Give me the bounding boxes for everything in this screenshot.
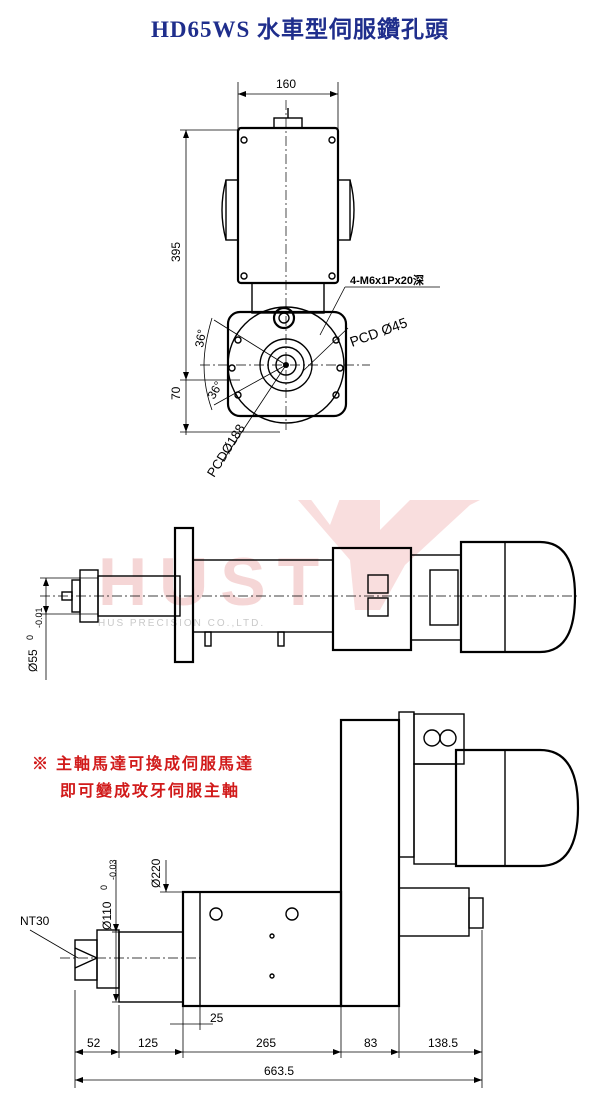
dim-25: 25 xyxy=(210,1011,224,1025)
top-view-drawing: 160 395 70 36° 36° 4-M6x1Px20深 xyxy=(169,77,440,480)
angle-36-lower: 36° xyxy=(204,379,225,402)
side-view-drawing: HUST HUS PRECISION CO.,LTD. Ø55 0 -0.01 xyxy=(25,500,580,680)
tol-55: -0.01 xyxy=(34,607,44,628)
dim-395: 395 xyxy=(169,242,183,262)
dim-total: 663.5 xyxy=(264,1064,294,1078)
label-nt30: NT30 xyxy=(20,914,50,928)
dim-160: 160 xyxy=(276,77,296,91)
dim-52: 52 xyxy=(87,1036,101,1050)
dim-110: Ø110 xyxy=(100,901,114,930)
dim-220: Ø220 xyxy=(149,858,163,888)
page-title: HD65WS 水車型伺服鑽孔頭 xyxy=(150,17,450,42)
dim-125: 125 xyxy=(138,1036,158,1050)
pcd-188: PCDØ188 xyxy=(204,421,248,479)
tol-110-zero: 0 xyxy=(99,885,109,890)
dim-265: 265 xyxy=(256,1036,276,1050)
watermark-company: HUS PRECISION CO.,LTD. xyxy=(98,618,265,629)
note-line-2: 即可變成攻牙伺服主軸 xyxy=(60,783,241,800)
tol-55-zero: 0 xyxy=(25,635,35,640)
watermark-brand: HUST xyxy=(98,544,331,620)
note-line-1: ※ 主軸馬達可換成伺服馬達 xyxy=(32,756,255,773)
tol-110: -0.03 xyxy=(108,859,118,880)
pcd-45: PCD Ø45 xyxy=(348,314,410,350)
dim-70: 70 xyxy=(169,386,183,400)
screw-note: 4-M6x1Px20深 xyxy=(350,273,424,287)
dim-83: 83 xyxy=(364,1036,378,1050)
front-view-drawing: NT30 Ø110 0 -0.03 Ø220 25 52 125 265 83 … xyxy=(20,711,580,1088)
dim-138-5: 138.5 xyxy=(428,1036,458,1050)
angle-36-upper: 36° xyxy=(192,328,209,348)
dim-55: Ø55 xyxy=(26,649,40,672)
